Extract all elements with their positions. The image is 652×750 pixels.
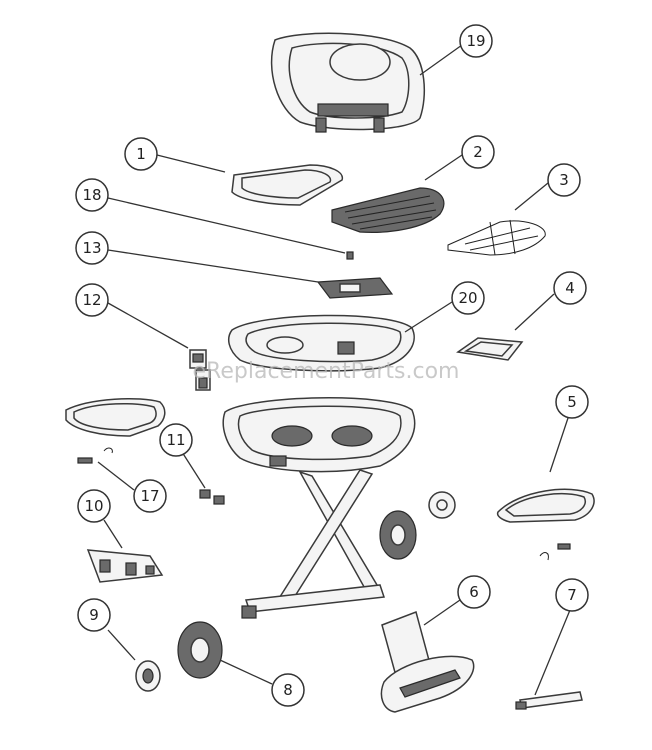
callout-6-label: 6 xyxy=(469,583,479,601)
callout-17-label: 17 xyxy=(140,487,159,505)
callout-18: 18 xyxy=(75,178,109,212)
callout-13: 13 xyxy=(75,231,109,265)
callout-3: 3 xyxy=(547,163,581,197)
part-small-gear xyxy=(428,491,456,519)
part-8-wheel xyxy=(177,621,223,679)
part-2-cooking-grate xyxy=(331,187,445,233)
callout-18-label: 18 xyxy=(82,186,101,204)
callout-20-label: 20 xyxy=(458,289,477,307)
callout-8-label: 8 xyxy=(283,681,293,699)
callout-9: 9 xyxy=(77,598,111,632)
callout-11-label: 11 xyxy=(166,431,185,449)
part-11-knobs xyxy=(199,489,225,505)
callout-2: 2 xyxy=(461,135,495,169)
callout-12-label: 12 xyxy=(82,291,101,309)
part-12-control-valve xyxy=(189,349,211,391)
part-20-cookbox xyxy=(227,314,415,372)
callout-2-label: 2 xyxy=(473,143,483,161)
part-3-warming-rack xyxy=(447,219,546,256)
part-5-side-shelf xyxy=(496,488,595,523)
callout-19: 19 xyxy=(459,24,493,58)
part-13-burner-bracket xyxy=(316,277,394,299)
part-9-hubcap xyxy=(135,660,161,692)
part-4-drip-tray xyxy=(456,337,524,361)
part-wheel-right xyxy=(379,510,417,560)
leader-lines xyxy=(97,44,571,696)
callout-7-label: 7 xyxy=(567,586,577,604)
callout-19-label: 19 xyxy=(466,32,485,50)
part-19-lid xyxy=(270,32,426,133)
callout-4: 4 xyxy=(553,271,587,305)
part-17-hardware xyxy=(77,447,113,464)
part-small-clips xyxy=(539,543,571,561)
part-1-side-shelf xyxy=(231,164,344,206)
part-left-side-shelf xyxy=(65,398,166,437)
part-6-leg-handle xyxy=(380,611,475,713)
callout-1-label: 1 xyxy=(136,145,146,163)
callout-17: 17 xyxy=(133,479,167,513)
part-18-screw xyxy=(346,251,354,260)
callout-9-label: 9 xyxy=(89,606,99,624)
callout-3-label: 3 xyxy=(559,171,569,189)
callout-11: 11 xyxy=(159,423,193,457)
callout-8: 8 xyxy=(271,673,305,707)
part-10-control-panel xyxy=(86,549,164,583)
callout-7: 7 xyxy=(555,578,589,612)
part-grill-body-stand xyxy=(222,397,416,619)
callout-4-label: 4 xyxy=(565,279,575,297)
callout-5-label: 5 xyxy=(567,393,577,411)
callout-10: 10 xyxy=(77,489,111,523)
callout-13-label: 13 xyxy=(82,239,101,257)
callout-5: 5 xyxy=(555,385,589,419)
callout-12: 12 xyxy=(75,283,109,317)
callout-1: 1 xyxy=(124,137,158,171)
watermark-text: eReplacementParts.com xyxy=(193,359,460,384)
callout-6: 6 xyxy=(457,575,491,609)
callout-20: 20 xyxy=(451,281,485,315)
part-7-pin xyxy=(515,691,583,710)
callout-10-label: 10 xyxy=(84,497,103,515)
